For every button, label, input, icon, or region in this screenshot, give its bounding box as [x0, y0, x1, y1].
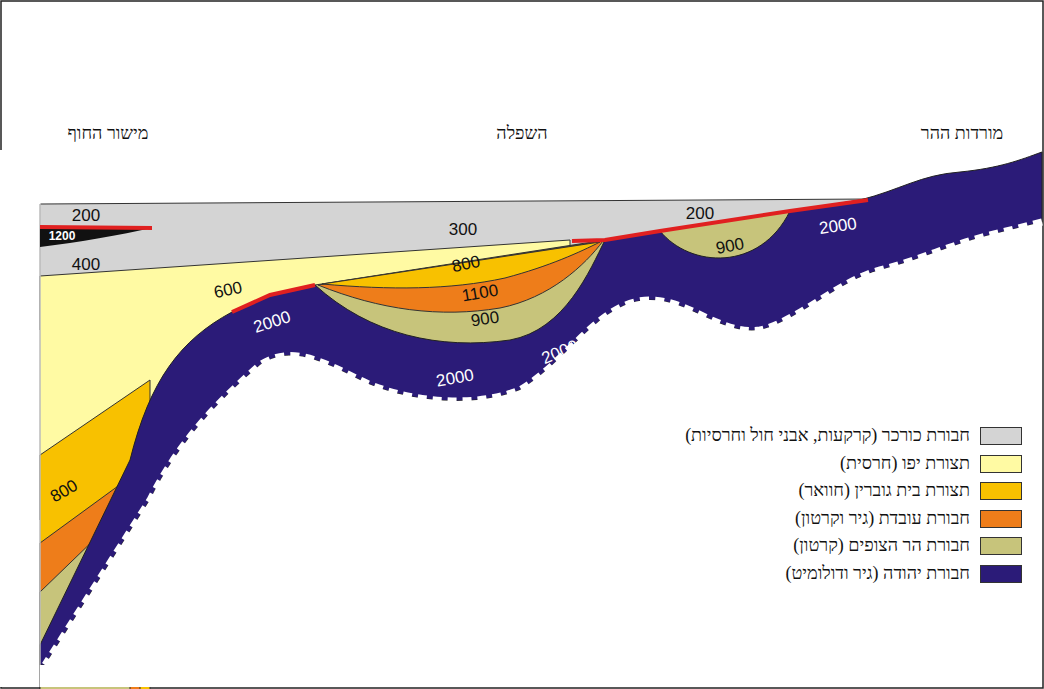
- legend-swatch: [980, 565, 1022, 583]
- legend-row: חבורת הר הצופים (קרטון): [793, 536, 1022, 556]
- thickness-number: 900: [715, 235, 746, 257]
- legend-row: תצורת יפו (חרסית): [840, 454, 1022, 474]
- legend-row: תצורת בית גוברין (חוואר): [798, 481, 1022, 501]
- thickness-number: 300: [449, 221, 477, 238]
- legend-swatch: [980, 510, 1022, 528]
- legend-swatch: [980, 482, 1022, 500]
- legend-text: חבורת כורכר (קרקעות, אבני חול וחרסיות): [685, 426, 970, 446]
- legend-swatch: [980, 427, 1022, 445]
- thickness-number: 400: [72, 256, 100, 273]
- thickness-number: 1200: [49, 230, 76, 242]
- legend-swatch: [980, 455, 1022, 473]
- legend-text: חבורת יהודה (גיר ודולומיט): [785, 564, 970, 584]
- legend-row: חבורת יהודה (גיר ודולומיט): [785, 564, 1022, 584]
- legend-text: חבורת עובדת (גיר וקרטון): [795, 509, 970, 529]
- thickness-number: 200: [72, 207, 100, 224]
- region-title: מישור החוף: [67, 124, 148, 142]
- legend-text: תצורת יפו (חרסית): [840, 454, 970, 474]
- region-title: השפלה: [496, 124, 547, 142]
- thickness-number: 900: [470, 309, 500, 330]
- legend-row: חבורת כורכר (קרקעות, אבני חול וחרסיות): [685, 426, 1022, 446]
- legend-text: תצורת בית גוברין (חוואר): [798, 481, 970, 501]
- region-title: מורדות ההר: [921, 124, 1003, 142]
- thickness-number: 200: [686, 205, 714, 222]
- legend-row: חבורת עובדת (גיר וקרטון): [795, 509, 1022, 529]
- legend-swatch: [980, 537, 1022, 555]
- legend-text: חבורת הר הצופים (קרטון): [793, 536, 970, 556]
